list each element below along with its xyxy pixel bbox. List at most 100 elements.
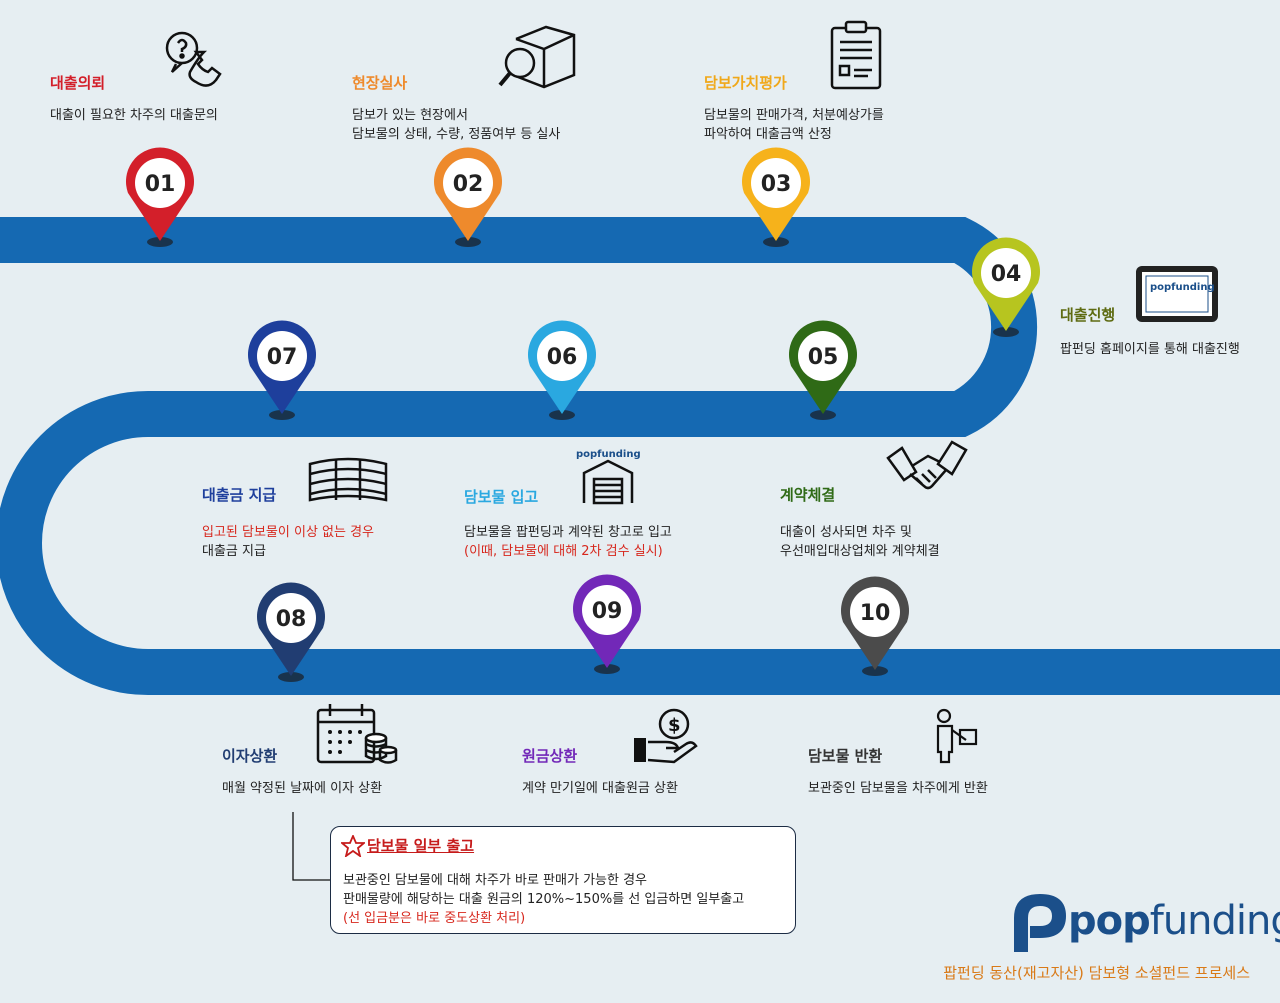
step-03-desc: 담보물의 판매가격, 처분예상가를 파악하여 대출금액 산정 bbox=[704, 106, 884, 144]
handshake-icon bbox=[886, 440, 968, 490]
pin-marker-08: 08 bbox=[257, 582, 325, 682]
note-connector bbox=[292, 812, 330, 881]
pin-marker-03: 03 bbox=[741, 147, 810, 247]
step-01-desc: 대출이 필요한 차주의 대출문의 bbox=[50, 106, 218, 125]
warehouse-brand-label: popfunding bbox=[576, 449, 641, 460]
pin-inner bbox=[798, 331, 848, 381]
pin-number: 09 bbox=[592, 599, 623, 624]
pin-inner bbox=[257, 331, 307, 381]
popfunding-logo-mark bbox=[1014, 894, 1066, 952]
step-05-desc-line: 우선매입대상업체와 계약체결 bbox=[780, 544, 940, 559]
pin-number: 05 bbox=[808, 345, 839, 370]
step-10-desc-line: 보관중인 담보물을 차주에게 반환 bbox=[808, 781, 988, 796]
pin-number: 01 bbox=[145, 172, 176, 197]
pin-marker-04: 04 bbox=[972, 237, 1040, 337]
step-02-title: 현장실사 bbox=[352, 74, 408, 92]
step-09-title: 원금상환 bbox=[522, 747, 578, 765]
step-02-desc-line: 담보물의 상태, 수량, 정품여부 등 실사 bbox=[352, 127, 561, 142]
note-line: 보관중인 담보물에 대해 차주가 바로 판매가 가능한 경우 bbox=[343, 873, 648, 888]
step-06-desc-line: 담보물을 팝펀딩과 계약된 창고로 입고 bbox=[464, 525, 672, 540]
step-10-title: 담보물 반환 bbox=[808, 747, 883, 765]
pin-number: 10 bbox=[860, 601, 891, 626]
step-03-title: 담보가치평가 bbox=[704, 74, 787, 92]
hand-dollar-icon: $ bbox=[634, 708, 698, 764]
svg-text:$: $ bbox=[668, 715, 681, 736]
pin-inner bbox=[582, 585, 632, 635]
step-06-title: 담보물 입고 bbox=[464, 488, 539, 506]
pin-number: 06 bbox=[547, 345, 578, 370]
step-05-title: 계약체결 bbox=[780, 486, 836, 504]
step-04-title: 대출진행 bbox=[1060, 306, 1116, 324]
pin-number: 07 bbox=[267, 345, 298, 370]
pin-inner bbox=[751, 158, 801, 208]
step-04-desc: 팝펀딩 홈페이지를 통해 대출진행 bbox=[1060, 340, 1240, 359]
pin-inner bbox=[981, 248, 1031, 298]
pin-shadow bbox=[269, 410, 295, 420]
logo-text-regular: funding bbox=[1149, 898, 1280, 944]
logo-text-bold: pop bbox=[1068, 898, 1151, 944]
warehouse-icon: popfunding bbox=[576, 449, 641, 505]
pin-shadow bbox=[594, 664, 620, 674]
step-02-desc-line: 담보가 있는 현장에서 bbox=[352, 108, 468, 123]
magnifier-box-icon bbox=[498, 25, 576, 89]
step-08-title: 이자상환 bbox=[222, 747, 278, 765]
partial-release-note: 담보물 일부 출고 보관중인 담보물에 대해 차주가 바로 판매가 가능한 경우… bbox=[330, 826, 796, 934]
pin-number: 08 bbox=[276, 607, 307, 632]
person-box-icon bbox=[936, 708, 978, 764]
step-07-desc-line: 입고된 담보물이 이상 없는 경우 bbox=[202, 525, 375, 540]
note-red-line: (선 입금분은 바로 중도상환 처리) bbox=[343, 911, 526, 926]
step-09-desc-line: 계약 만기일에 대출원금 상환 bbox=[522, 781, 678, 796]
step-03-desc-line: 담보물의 판매가격, 처분예상가를 bbox=[704, 108, 884, 123]
star-icon bbox=[341, 835, 365, 857]
pin-shadow bbox=[147, 237, 173, 247]
calendar-coins-icon bbox=[316, 704, 398, 764]
pin-marker-02: 02 bbox=[434, 147, 502, 247]
step-08-desc-line: 매월 약정된 날짜에 이자 상환 bbox=[222, 781, 383, 796]
pin-marker-05: 05 bbox=[788, 320, 857, 420]
laptop-brand-label: popfunding bbox=[1150, 282, 1215, 293]
step-06-desc-line: (이때, 담보물에 대해 2차 검수 실시) bbox=[464, 544, 663, 559]
pin-inner bbox=[537, 331, 587, 381]
pin-marker-01: 01 bbox=[126, 147, 195, 247]
pin-number: 04 bbox=[991, 262, 1022, 287]
pin-shadow bbox=[810, 410, 836, 420]
money-stack-icon bbox=[308, 457, 388, 502]
step-09-desc: 계약 만기일에 대출원금 상환 bbox=[522, 779, 678, 798]
step-07-desc: 입고된 담보물이 이상 없는 경우 대출금 지급 bbox=[202, 523, 374, 561]
pin-shadow bbox=[278, 672, 304, 682]
step-08-desc: 매월 약정된 날짜에 이자 상환 bbox=[222, 779, 382, 798]
pin-inner bbox=[266, 593, 316, 643]
pin-inner bbox=[443, 158, 493, 208]
step-03-desc-line: 파악하여 대출금액 산정 bbox=[704, 127, 832, 142]
pin-shadow bbox=[763, 237, 789, 247]
step-01-desc-line: 대출이 필요한 차주의 대출문의 bbox=[50, 108, 218, 123]
step-10-desc: 보관중인 담보물을 차주에게 반환 bbox=[808, 779, 988, 798]
pin-inner bbox=[850, 587, 900, 637]
pin-marker-10: 10 bbox=[840, 576, 909, 676]
note-title: 담보물 일부 출고 bbox=[367, 837, 475, 855]
popfunding-logo-text: popfunding bbox=[1068, 898, 1280, 944]
pin-shadow bbox=[549, 410, 575, 420]
pin-marker-07: 07 bbox=[248, 320, 317, 420]
pin-marker-09: 09 bbox=[572, 574, 642, 674]
pin-shadow bbox=[862, 666, 888, 676]
pin-number: 02 bbox=[453, 172, 484, 197]
pin-number: 03 bbox=[761, 172, 792, 197]
step-07-desc-line: 대출금 지급 bbox=[202, 544, 266, 559]
pin-shadow bbox=[993, 327, 1019, 337]
pin-shadow bbox=[455, 237, 481, 247]
pin-marker-06: 06 bbox=[528, 320, 596, 420]
step-02-desc: 담보가 있는 현장에서 담보물의 상태, 수량, 정품여부 등 실사 bbox=[352, 106, 560, 144]
note-line: 판매물량에 해당하는 대출 원금의 120%~150%를 선 입금하면 일부출고 bbox=[343, 892, 745, 907]
step-04-desc-line: 팝펀딩 홈페이지를 통해 대출진행 bbox=[1060, 342, 1240, 357]
step-01-title: 대출의뢰 bbox=[50, 74, 106, 92]
phone-question-icon bbox=[165, 31, 222, 87]
footer-caption: 팝펀딩 동산(재고자산) 담보형 소셜펀드 프로세스 bbox=[943, 964, 1250, 982]
step-05-desc: 대출이 성사되면 차주 및 우선매입대상업체와 계약체결 bbox=[780, 523, 940, 561]
step-06-desc: 담보물을 팝펀딩과 계약된 창고로 입고 (이때, 담보물에 대해 2차 검수 … bbox=[464, 523, 672, 561]
step-07-title: 대출금 지급 bbox=[202, 486, 277, 504]
step-05-desc-line: 대출이 성사되면 차주 및 bbox=[780, 525, 912, 540]
pin-inner bbox=[135, 158, 185, 208]
clipboard-icon bbox=[830, 20, 882, 90]
